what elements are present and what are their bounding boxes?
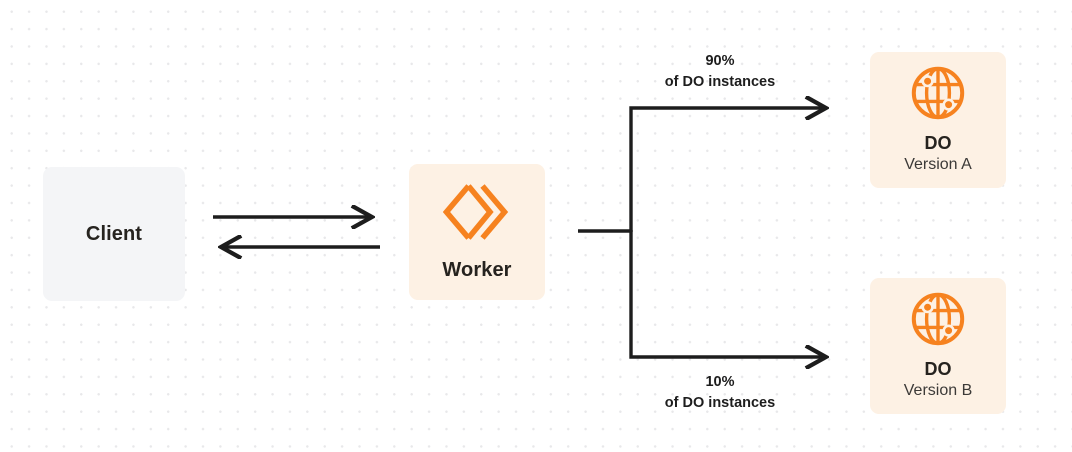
edge-label-do-a-description: of DO instances bbox=[664, 74, 776, 91]
edge-label-do-a: 90% of DO instances bbox=[630, 51, 810, 93]
edge-label-do-b-description: of DO instances bbox=[664, 395, 776, 412]
edge-label-do-a-percent: 90% bbox=[705, 53, 735, 69]
durable-object-globe-icon bbox=[910, 65, 966, 121]
edge-worker-to-do-b bbox=[629, 230, 826, 357]
node-client[interactable]: Client bbox=[43, 167, 185, 301]
node-do-a-version: Version A bbox=[904, 156, 972, 174]
node-worker[interactable]: Worker bbox=[409, 164, 545, 300]
node-do-version-b[interactable]: DO Version B bbox=[870, 278, 1006, 414]
node-client-label: Client bbox=[85, 222, 143, 245]
edge-label-do-b-percent: 10% bbox=[705, 374, 735, 390]
node-worker-label: Worker bbox=[442, 258, 512, 281]
node-do-version-a[interactable]: DO Version A bbox=[870, 52, 1006, 188]
cloudflare-workers-icon bbox=[442, 183, 511, 241]
durable-object-globe-icon bbox=[910, 291, 966, 347]
edge-label-do-b: 10% of DO instances bbox=[630, 372, 810, 414]
node-do-b-version: Version B bbox=[903, 382, 973, 400]
node-do-b-label: DO bbox=[924, 359, 952, 380]
node-do-a-label: DO bbox=[924, 133, 952, 154]
edge-worker-to-do-a bbox=[629, 108, 826, 232]
